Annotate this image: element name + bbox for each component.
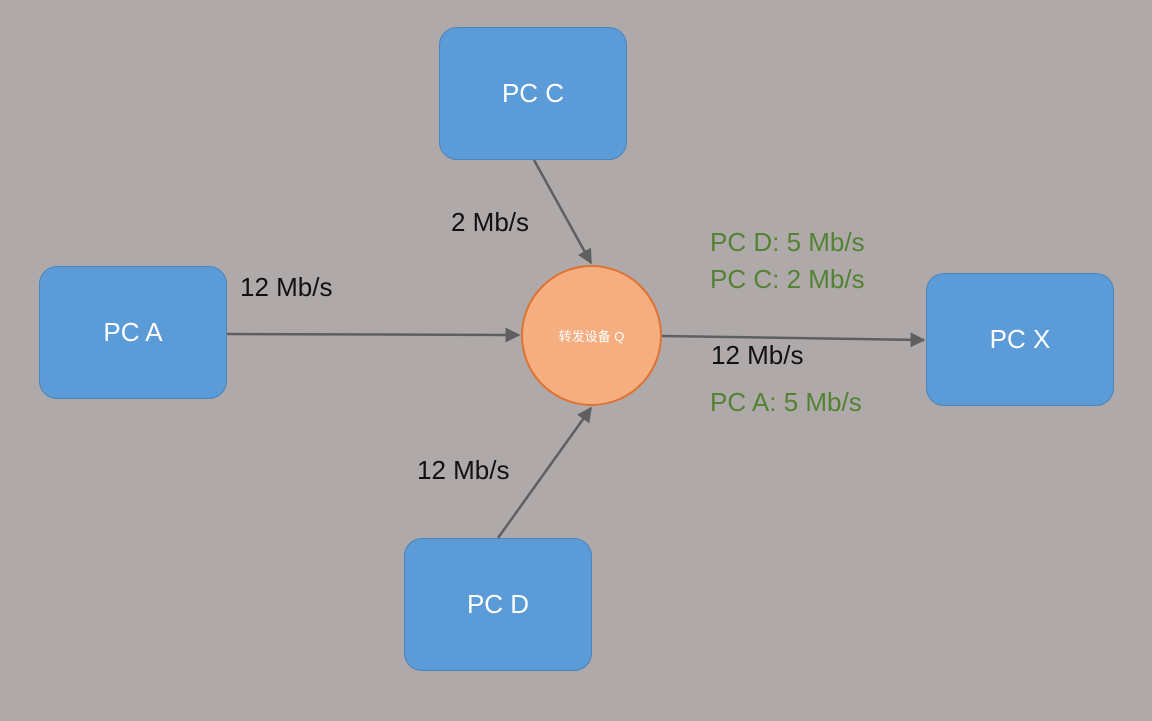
node-pc-d: PC D — [404, 538, 592, 671]
node-label: PC X — [989, 324, 1051, 354]
arrow-pc-d-to-router — [496, 406, 593, 539]
allocation-pc-d: PC D: 5 Mb/s — [710, 227, 865, 257]
arrow-pc-a-to-router — [226, 327, 521, 343]
router-node-q: 转发设备 Q — [521, 265, 662, 406]
link-rate-pc-a: 12 Mb/s — [240, 272, 333, 302]
link-rate-pc-c: 2 Mb/s — [451, 207, 530, 237]
link-rate-pc-d: 12 Mb/s — [417, 455, 510, 485]
link-rate-pc-x: 12 Mb/s — [711, 340, 804, 370]
node-pc-a: PC A — [39, 266, 227, 399]
arrow-pc-c-to-router — [532, 159, 593, 265]
node-pc-c: PC C — [439, 27, 627, 160]
node-label: PC C — [501, 78, 565, 108]
allocation-pc-a: PC A: 5 Mb/s — [710, 387, 862, 417]
allocation-pc-c: PC C: 2 Mb/s — [710, 264, 865, 294]
node-label: PC D — [466, 589, 530, 619]
node-pc-x: PC X — [926, 273, 1114, 406]
arrow-router-to-pc-x — [661, 332, 926, 348]
router-label: 转发设备 Q — [558, 329, 625, 344]
node-label: PC A — [103, 317, 163, 347]
